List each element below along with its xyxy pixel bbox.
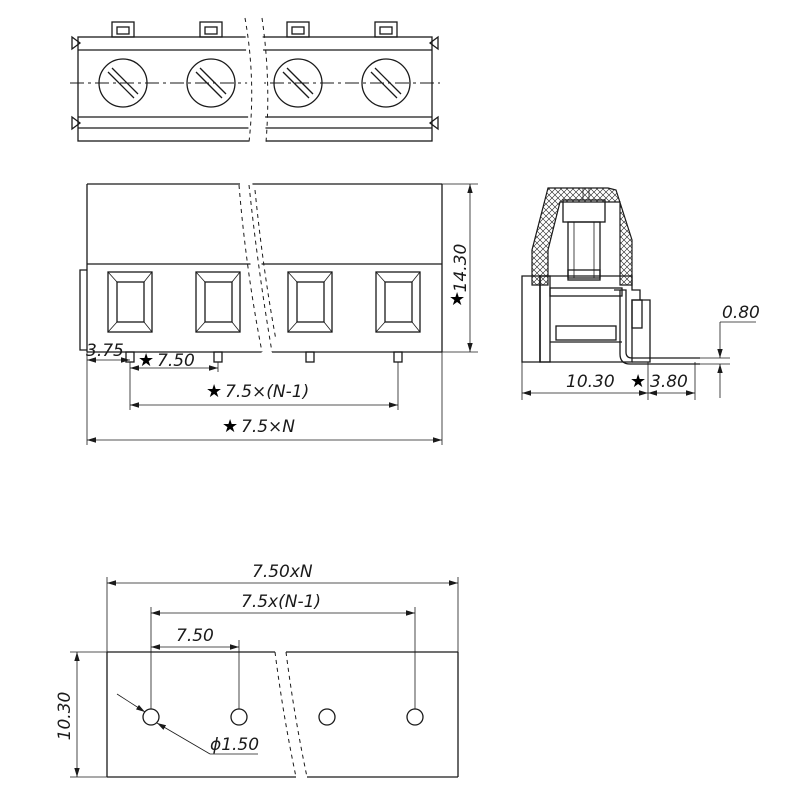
dim-pin-offset-side: 3.80 [650,372,688,392]
star-pitch: ★ [138,350,154,371]
side-view-dimensions: 10.30 ★ 3.80 0.80 [521,303,760,400]
dim-pitch-span-bottom: 7.5x(N-1) [241,592,321,612]
front-view-wire-entries [107,271,421,333]
star-pin-offset: ★ [630,371,646,392]
top-view-notches [111,21,398,38]
dim-total-front: 7.5×N [241,417,295,437]
star-height: ★ [449,289,465,310]
dim-hole-diameter: ϕ1.50 [210,735,259,755]
dim-depth-side: 10.30 [566,372,615,392]
dim-offset-left: 3.75 [86,341,124,361]
dim-pitch-span-front: 7.5×(N-1) [225,382,309,402]
dim-depth-bottom: 10.30 [55,692,75,741]
bottom-view-dimensions: 7.50xN 7.5x(N-1) 7.50 10.30 ϕ1.50 [55,562,459,778]
top-view [70,14,440,146]
dim-pitch-front: 7.50 [157,351,195,371]
front-view-dimensions: 14.30 ★ 3.75 ★ 7.50 ★ 7.5×(N-1) ★ 7.5×N [86,183,478,445]
star-total: ★ [222,416,238,437]
pcb-holes [142,708,424,726]
bottom-view [106,651,459,778]
front-view [79,180,443,363]
star-pitch-span: ★ [206,381,222,402]
dim-pin-thickness: 0.80 [722,303,760,323]
dim-total-bottom: 7.50xN [252,562,313,582]
dim-height-side: 14.30 [451,244,471,293]
side-view [521,187,700,365]
dim-pitch-bottom: 7.50 [176,626,214,646]
